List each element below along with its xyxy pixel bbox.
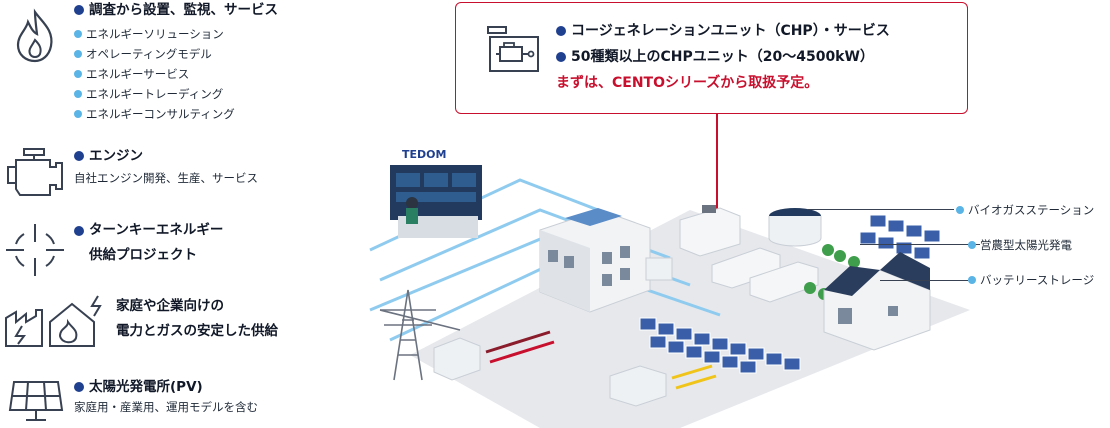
service-title: 太陽光発電所(PV): [74, 378, 258, 396]
list-item: オペレーティングモデル: [74, 44, 278, 64]
service-title-line2: 電力とガスの安定した供給: [116, 323, 278, 339]
office-building: [539, 208, 673, 313]
services-column: 調査から設置、監視、サービス エネルギーソリューション オペレーティングモデル …: [0, 0, 340, 428]
callout-line-1: コージェネレーションユニット（CHP）・サービス: [556, 18, 890, 44]
chp-units: [679, 205, 819, 303]
legend-biogas: バイオガスステーション: [956, 202, 1094, 218]
biogas-station: [768, 208, 822, 247]
callout-line-3: まずは、CENTOシリーズから取扱予定。: [556, 75, 819, 91]
houses-icon: [2, 292, 106, 348]
list-item: エネルギーサービス: [74, 64, 278, 84]
legend-agrivoltaic: 営農型太陽光発電: [968, 237, 1072, 253]
service-title-line1: 家庭や企業向けの: [116, 298, 224, 314]
service-title-line2: 供給プロジェクト: [89, 247, 197, 263]
power-tower: [379, 289, 461, 381]
legend-battery: バッテリーストレージ: [968, 272, 1094, 288]
control-room: [390, 165, 482, 238]
energy-plant-illustration: TEDOM: [369, 148, 970, 428]
delivery-arrows: [671, 364, 717, 390]
storage-container: [609, 365, 667, 407]
target-icon: [4, 222, 66, 278]
service-title: エンジン: [74, 147, 258, 165]
flame-icon: [4, 8, 66, 64]
grid-arrows: [485, 330, 555, 364]
solar-panel-icon: [4, 374, 66, 428]
service-title: 調査から設置、監視、サービス: [74, 1, 278, 19]
callout-connector: [716, 114, 718, 214]
list-item: エネルギートレーディング: [74, 84, 278, 104]
service-title: ターンキーエネルギー: [74, 218, 223, 243]
chp-callout: コージェネレーションユニット（CHP）・サービス 50種類以上のCHPユニット（…: [455, 2, 968, 114]
service-description: 家庭用・産業用、運用モデルを含む: [74, 400, 258, 414]
chp-engine-icon: [482, 19, 544, 77]
callout-line-2: 50種類以上のCHPユニット（20〜4500kW）: [556, 44, 890, 70]
engine-icon: [4, 145, 66, 201]
transformer: [433, 337, 481, 381]
legend-connector: [860, 244, 980, 245]
service-description: 自社エンジン開発、生産、サービス: [74, 171, 258, 185]
legend-connector: [808, 209, 954, 210]
list-item: エネルギーコンサルティング: [74, 104, 278, 124]
brand-label: TEDOM: [402, 148, 446, 161]
legend-connector: [880, 280, 968, 281]
list-item: エネルギーソリューション: [74, 24, 278, 44]
